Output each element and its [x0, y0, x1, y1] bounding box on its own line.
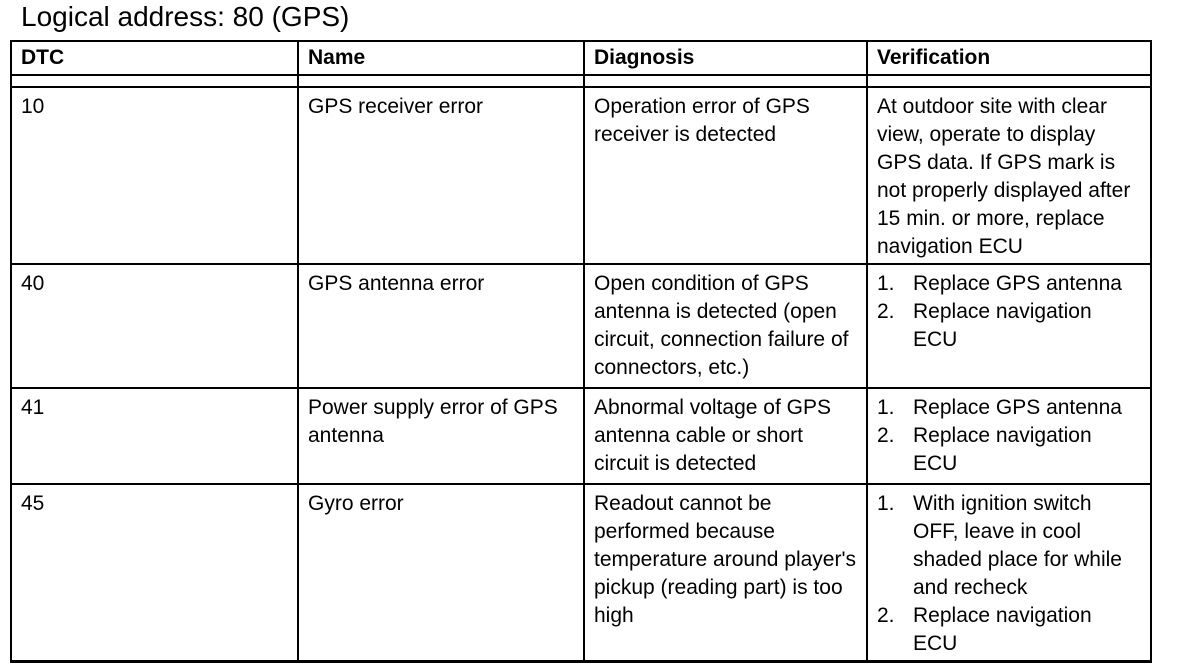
verification-step: 2. Replace navigation ECU: [877, 298, 1141, 354]
step-number: 1.: [877, 492, 895, 515]
dtc-cell: 41: [10, 387, 299, 485]
step-number: 2.: [877, 300, 895, 323]
step-text: Replace navigation ECU: [913, 604, 1092, 655]
header-separator-rule: [10, 74, 1152, 88]
column-header-name: Name: [297, 40, 585, 76]
step-text: Replace GPS antenna: [913, 272, 1122, 295]
verification-step: 1. With ignition switch OFF, leave in coo…: [877, 490, 1141, 602]
diagnosis-cell: Operation error of GPS receiver is detec…: [583, 86, 868, 265]
name-cell: GPS antenna error: [297, 263, 585, 389]
diagnosis-cell: Open condition of GPS antenna is detecte…: [583, 263, 868, 389]
diagnosis-cell: Readout cannot be performed because temp…: [583, 483, 868, 663]
verification-cell: 1. Replace GPS antenna 2. Replace navigatio…: [866, 263, 1152, 389]
name-cell: Power supply error of GPS antenna: [297, 387, 585, 485]
step-number: 1.: [877, 272, 895, 295]
dtc-cell: 45: [10, 483, 299, 663]
diagnosis-cell: Abnormal voltage of GPS antenna cable or…: [583, 387, 868, 485]
verification-step: 1. Replace GPS antenna: [877, 270, 1141, 298]
table-header-row: DTC Name Diagnosis Verification: [10, 40, 1152, 76]
step-number: 1.: [877, 396, 895, 419]
dtc-cell: 10: [10, 86, 299, 265]
step-text: Replace GPS antenna: [913, 396, 1122, 419]
column-header-diagnosis: Diagnosis: [583, 40, 868, 76]
verification-cell: 1. Replace GPS antenna 2. Replace navigatio…: [866, 387, 1152, 485]
page-title: Logical address: 80 (GPS): [21, 1, 350, 32]
verification-step: 2. Replace navigation ECU: [877, 422, 1141, 478]
step-number: 2.: [877, 424, 895, 447]
verification-cell: 1. With ignition switch OFF, leave in coo…: [866, 483, 1152, 663]
dtc-cell: 40: [10, 263, 299, 389]
name-cell: Gyro error: [297, 483, 585, 663]
column-header-verification: Verification: [866, 40, 1152, 76]
verification-step: 2. Replace navigation ECU: [877, 602, 1141, 658]
name-cell: GPS receiver error: [297, 86, 585, 265]
verification-cell: At outdoor site with clear view, operate…: [866, 86, 1152, 265]
step-number: 2.: [877, 604, 895, 627]
step-text: With ignition switch OFF, leave in cool …: [913, 492, 1122, 599]
column-header-dtc: DTC: [10, 40, 299, 76]
step-text: Replace navigation ECU: [913, 300, 1092, 351]
step-text: Replace navigation ECU: [913, 424, 1092, 475]
verification-step: 1. Replace GPS antenna: [877, 394, 1141, 422]
